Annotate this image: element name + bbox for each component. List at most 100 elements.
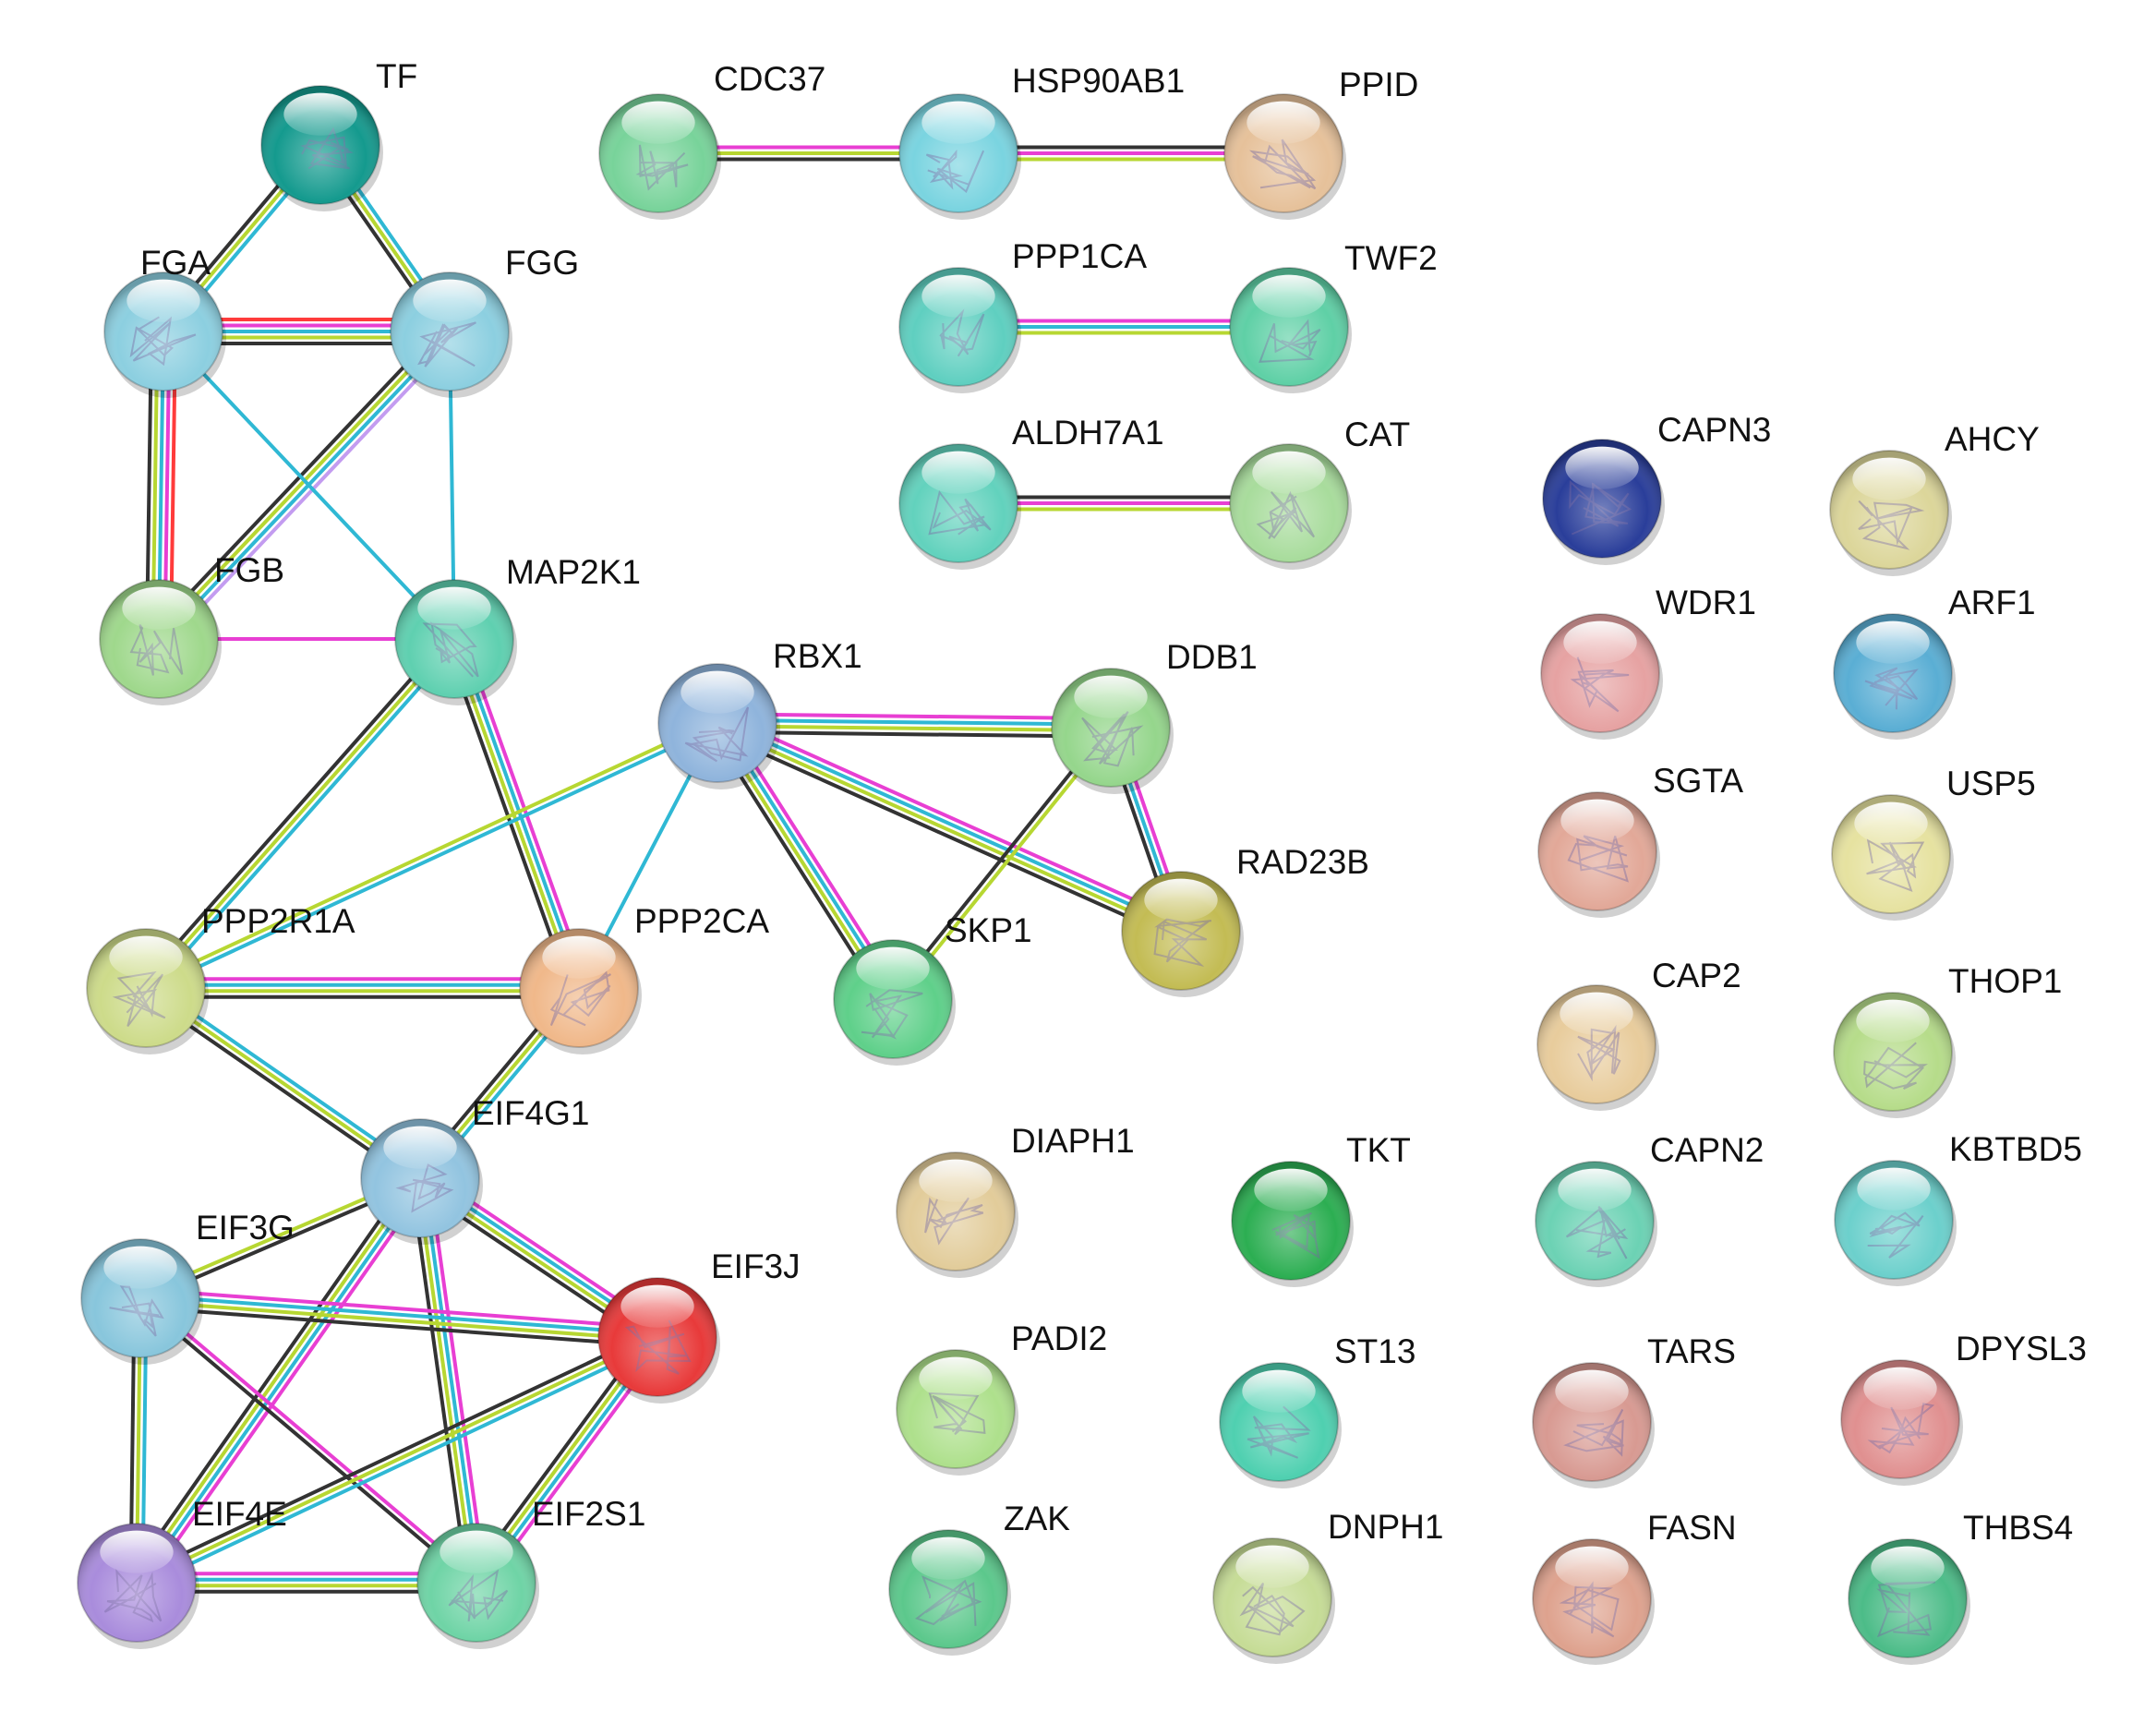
node-arf1[interactable]: ARF1 (1833, 584, 2036, 740)
edge-EIF4G1-EIF2S1[interactable] (409, 1176, 488, 1584)
node-ppp1ca[interactable]: PPP1CA (898, 237, 1147, 393)
node-capn3[interactable]: CAPN3 (1542, 411, 1771, 565)
node-st13[interactable]: ST13 (1219, 1332, 1415, 1488)
node-skp1[interactable]: SKP1 (833, 911, 1032, 1066)
edge-RBX1-RAD23B[interactable] (713, 713, 1186, 941)
node-rad23b[interactable]: RAD23B (1121, 843, 1369, 997)
node-fgb[interactable]: FGB (99, 551, 284, 705)
node-gloss (1144, 878, 1218, 922)
node-gloss (383, 1126, 457, 1169)
node-label: PPP2R1A (201, 902, 355, 940)
edge-FGA-MAP2K1[interactable] (162, 330, 456, 641)
node-eif4e[interactable]: EIF4E (77, 1495, 287, 1649)
edge-EIF3G-EIF2S1[interactable] (137, 1294, 480, 1587)
node-gloss (103, 1246, 177, 1289)
node-tkt[interactable]: TKT (1231, 1131, 1411, 1287)
node-fgg[interactable]: FGG (390, 244, 579, 398)
node-label: EIF2S1 (532, 1495, 645, 1533)
node-gloss (122, 586, 196, 630)
edge-PPP2R1A-PPP2CA[interactable] (146, 977, 579, 999)
node-label: FASN (1647, 1509, 1737, 1547)
node-zak[interactable]: ZAK (888, 1500, 1070, 1656)
node-gloss (921, 451, 995, 494)
node-wdr1[interactable]: WDR1 (1540, 584, 1756, 740)
node-twf2[interactable]: TWF2 (1229, 239, 1438, 393)
node-dpysl3[interactable]: DPYSL3 (1840, 1330, 2087, 1486)
node-label: RBX1 (773, 637, 862, 675)
node-diaph1[interactable]: DIAPH1 (896, 1122, 1135, 1278)
node-usp5[interactable]: USP5 (1831, 765, 2036, 921)
node-label: TARS (1647, 1332, 1736, 1370)
node-sgta[interactable]: SGTA (1537, 762, 1743, 918)
node-ppid[interactable]: PPID (1223, 66, 1418, 220)
node-ppp2ca[interactable]: PPP2CA (519, 902, 769, 1054)
node-thop1[interactable]: THOP1 (1833, 962, 2062, 1118)
edge-MAP2K1-PPP2R1A[interactable] (139, 633, 461, 994)
node-ahcy[interactable]: AHCY (1829, 420, 2040, 576)
node-gloss (919, 1356, 993, 1400)
edge-EIF3G-EIF3J[interactable] (139, 1287, 658, 1348)
edge-line-textmining (132, 1175, 419, 1583)
node-gloss (1555, 1369, 1629, 1413)
edge-line-experiments (140, 1294, 480, 1583)
node-label: HSP90AB1 (1012, 62, 1185, 100)
node-eif3j[interactable]: EIF3J (597, 1247, 801, 1404)
edge-EIF3J-EIF4E[interactable] (133, 1330, 661, 1590)
edge-line-experiments (427, 1176, 488, 1582)
node-dnph1[interactable]: DNPH1 (1212, 1508, 1443, 1664)
node-gloss (1242, 1369, 1316, 1413)
node-gloss (1856, 621, 1930, 664)
edge-line-textmining (415, 1178, 476, 1584)
node-cap2[interactable]: CAP2 (1536, 957, 1741, 1111)
edge-line-textmining (715, 724, 1181, 935)
node-label: EIF3J (711, 1247, 801, 1285)
node-capn2[interactable]: CAPN2 (1535, 1131, 1764, 1287)
edge-line-coexpression (717, 729, 1111, 739)
edge-line-coexpression (713, 729, 1178, 941)
edge-line-experiments (720, 713, 1186, 924)
node-ddb1[interactable]: DDB1 (1051, 638, 1258, 794)
node-tars[interactable]: TARS (1532, 1332, 1736, 1488)
edge-line-databases (140, 1293, 658, 1336)
edge-line-databases (162, 330, 456, 641)
edge-FGG-FGB[interactable] (151, 323, 458, 647)
node-thbs4[interactable]: THBS4 (1848, 1509, 2073, 1665)
edge-line-textmining (139, 1299, 657, 1343)
node-label: DDB1 (1166, 638, 1258, 676)
node-tf[interactable]: TF (260, 57, 417, 211)
node-eif4g1[interactable]: EIF4G1 (360, 1094, 590, 1245)
node-cdc37[interactable]: CDC37 (598, 60, 825, 220)
node-label: KBTBD5 (1949, 1130, 2082, 1168)
edge-EIF4G1-EIF4E[interactable] (127, 1172, 429, 1589)
node-label: FGG (505, 244, 579, 282)
edge-line-experiments (717, 712, 1112, 721)
node-kbtbd5[interactable]: KBTBD5 (1834, 1130, 2082, 1286)
node-aldh7a1[interactable]: ALDH7A1 (898, 414, 1164, 570)
edge-line-databases (717, 718, 1184, 930)
node-eif3g[interactable]: EIF3G (80, 1209, 295, 1365)
node-label: ARF1 (1948, 584, 2036, 621)
edge-line-databases (149, 641, 461, 994)
edge-line-databases (159, 331, 453, 643)
node-label: ZAK (1004, 1500, 1070, 1537)
node-gloss (1558, 1168, 1632, 1211)
node-padi2[interactable]: PADI2 (896, 1319, 1107, 1476)
node-fga[interactable]: FGA (103, 244, 226, 398)
node-label: PPP1CA (1012, 237, 1147, 275)
node-label: MAP2K1 (506, 553, 641, 591)
node-cat[interactable]: CAT (1229, 416, 1410, 570)
node-gloss (283, 92, 357, 136)
edge-line-databases (138, 1178, 425, 1586)
edge-RBX1-DDB1[interactable] (717, 712, 1112, 739)
node-label: SKP1 (945, 911, 1032, 949)
node-label: ALDH7A1 (1012, 414, 1164, 452)
node-eif2s1[interactable]: EIF2S1 (416, 1495, 645, 1649)
node-fasn[interactable]: FASN (1532, 1509, 1737, 1665)
edge-RBX1-PPP2R1A[interactable] (143, 718, 720, 993)
node-map2k1[interactable]: MAP2K1 (394, 553, 641, 705)
node-ppp2r1a[interactable]: PPP2R1A (86, 902, 355, 1054)
node-hsp90ab1[interactable]: HSP90AB1 (898, 62, 1185, 220)
node-rbx1[interactable]: RBX1 (657, 637, 862, 789)
node-gloss (1252, 451, 1326, 494)
